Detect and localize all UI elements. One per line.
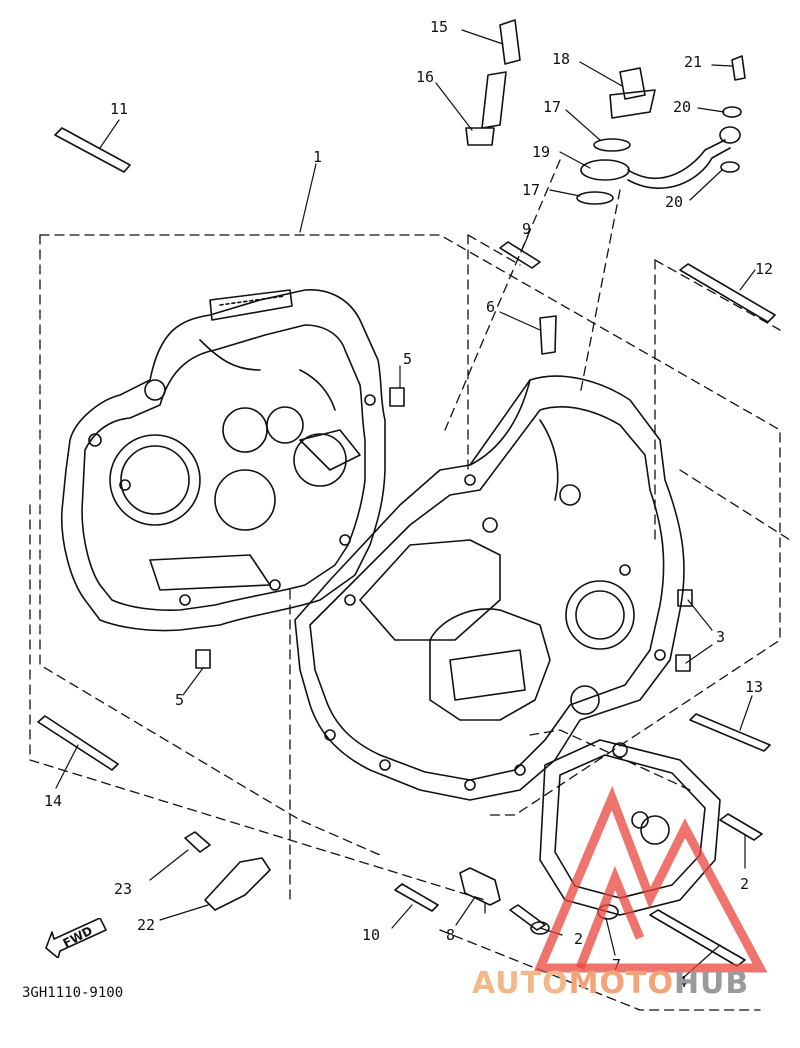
right-crankcase-half xyxy=(294,375,685,801)
callout-3: 3 xyxy=(716,628,726,646)
callout-17-upper: 17 xyxy=(543,98,562,116)
callout-20-upper: 20 xyxy=(673,98,692,116)
callout-5-upper: 5 xyxy=(403,350,413,368)
part-number-code: 3GH1110-9100 xyxy=(22,985,124,1001)
callout-18: 18 xyxy=(552,50,571,68)
cover-assembly xyxy=(539,739,721,916)
callout-16: 16 xyxy=(416,68,435,86)
callout-20-lower: 20 xyxy=(665,193,684,211)
automotohub-logo-icon xyxy=(533,785,768,973)
watermark-moto: MOTO xyxy=(568,966,674,1001)
watermark-auto: AUTO xyxy=(472,966,569,1001)
fwd-arrow-icon xyxy=(45,918,107,958)
callout-6: 6 xyxy=(486,298,496,316)
dashed-reference-lines xyxy=(29,159,791,1011)
callout-10: 10 xyxy=(362,926,381,944)
callout-13: 13 xyxy=(745,678,764,696)
watermark-hub: HUB xyxy=(673,966,750,1001)
callout-5-lower: 5 xyxy=(175,691,185,709)
callout-15: 15 xyxy=(430,18,449,36)
callout-2-right: 2 xyxy=(740,875,750,893)
oil-pipe-assembly xyxy=(465,19,746,205)
callout-9: 9 xyxy=(522,220,532,238)
callout-21: 21 xyxy=(684,53,703,71)
callout-12: 12 xyxy=(755,260,774,278)
callout-14: 14 xyxy=(44,792,63,810)
callout-22: 22 xyxy=(137,916,156,934)
callout-1: 1 xyxy=(313,148,323,166)
callout-19: 19 xyxy=(532,143,551,161)
callout-2-bottom: 2 xyxy=(574,930,584,948)
fasteners xyxy=(37,127,776,967)
callout-4: 4 xyxy=(678,973,688,991)
left-crankcase-half xyxy=(60,289,386,632)
callout-17-lower: 17 xyxy=(522,181,541,199)
callout-11: 11 xyxy=(110,100,129,118)
leader-lines xyxy=(55,29,756,979)
watermark-brand: AUTOMOTOHUB xyxy=(472,966,749,1001)
callout-8: 8 xyxy=(446,926,456,944)
callout-23: 23 xyxy=(114,880,133,898)
